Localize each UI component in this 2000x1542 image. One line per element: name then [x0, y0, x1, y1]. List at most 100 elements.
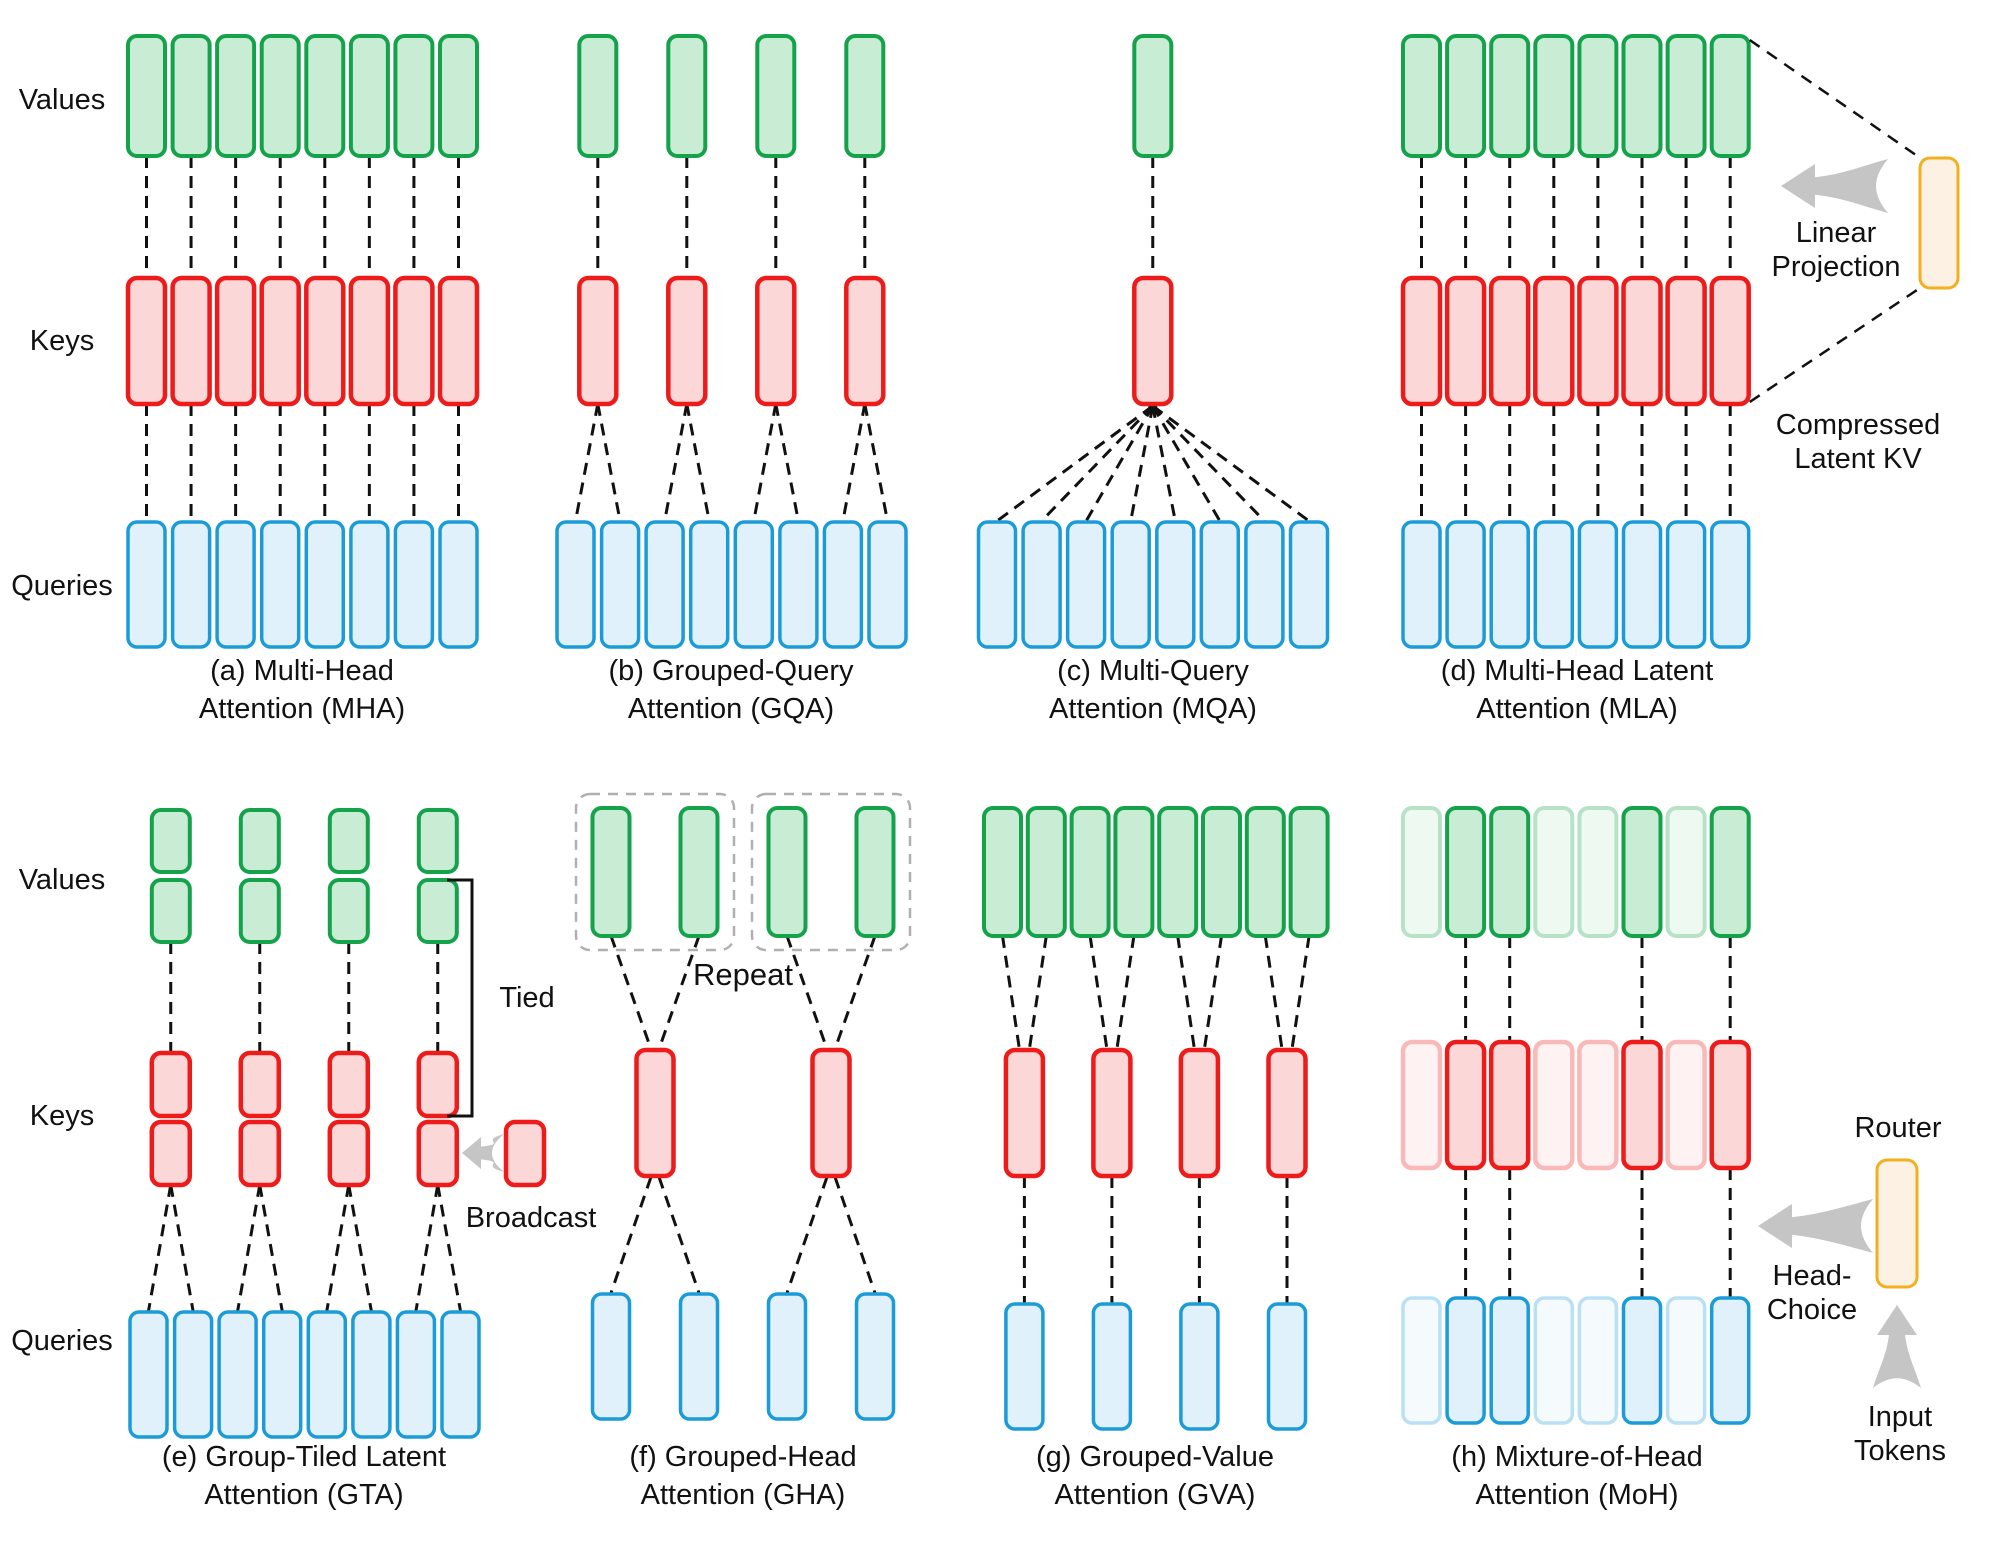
compressed-latent-kv-label: Compressed Latent KV	[1776, 408, 1940, 476]
connector-line	[996, 404, 1154, 523]
key-box	[238, 1119, 282, 1188]
row-label-queries-top: Queries	[11, 570, 113, 602]
value-box	[1445, 34, 1487, 158]
caption-gqa-line1: (b) Grouped-Query	[608, 655, 854, 687]
connector-line	[774, 403, 800, 522]
value-box	[304, 34, 346, 158]
key-box	[1091, 1047, 1133, 1179]
key-box	[416, 1119, 460, 1188]
router-label: Router	[1854, 1112, 1942, 1144]
value-box	[1621, 34, 1663, 158]
row-label-keys-bottom: Keys	[29, 1100, 95, 1132]
row-label-queries-bottom: Queries	[11, 1325, 113, 1357]
caption-gva-line2: Attention (GVA)	[1054, 1479, 1256, 1511]
value-box	[1113, 806, 1155, 938]
value-box	[1201, 806, 1242, 938]
query-box	[1533, 520, 1575, 649]
connector-line	[1176, 935, 1196, 1050]
key-box	[1665, 275, 1707, 407]
connector-line	[785, 935, 829, 1050]
value-box-inactive	[1401, 806, 1442, 938]
caption-gqa: (b) Grouped-Query Attention (GQA)	[609, 652, 854, 728]
value-box	[1709, 806, 1751, 938]
caption-mqa-line1: (c) Multi-Query	[1057, 655, 1249, 687]
key-box	[1577, 275, 1619, 407]
key-box	[416, 1050, 460, 1119]
query-box	[778, 520, 819, 649]
repeat-label: Repeat	[693, 957, 793, 992]
value-box	[238, 878, 281, 944]
value-box	[666, 34, 708, 158]
query-box	[393, 520, 435, 649]
value-box	[1665, 34, 1707, 158]
connector-line	[841, 403, 867, 522]
key-box	[1444, 275, 1487, 407]
repeat-group-box	[574, 792, 736, 952]
value-box	[170, 34, 212, 158]
value-box	[766, 806, 808, 938]
key-box	[810, 1047, 852, 1179]
value-box	[438, 34, 479, 158]
query-box	[170, 520, 212, 649]
connector-line	[169, 1184, 195, 1312]
query-box-inactive	[1577, 1296, 1619, 1425]
input-tokens-line2: Tokens	[1854, 1435, 1946, 1467]
key-box	[1533, 275, 1575, 407]
query-box	[1621, 520, 1663, 649]
caption-mqa-line2: Attention (MQA)	[1049, 693, 1257, 725]
key-box	[214, 275, 257, 407]
connector-line	[685, 403, 711, 522]
query-box	[351, 1310, 392, 1439]
value-box	[1577, 34, 1619, 158]
query-box	[1445, 1296, 1486, 1425]
key-box	[125, 275, 168, 407]
query-box-inactive	[1533, 1296, 1575, 1425]
key-box	[170, 275, 212, 407]
connector-line	[833, 1176, 877, 1294]
broadcast-arrow-icon	[462, 1134, 504, 1172]
value-box	[1709, 34, 1751, 158]
linear-projection-label: Linear Projection	[1772, 216, 1901, 284]
key-box	[327, 1119, 371, 1188]
key-box	[348, 275, 391, 407]
caption-gha-line1: (f) Grouped-Head	[629, 1441, 857, 1473]
key-box	[1178, 1047, 1221, 1179]
key-box	[1488, 1039, 1531, 1171]
value-box	[1132, 34, 1174, 158]
latent-kv-box	[1918, 156, 1960, 290]
key-box-inactive	[1665, 1039, 1707, 1171]
query-box	[1179, 1302, 1220, 1431]
key-box	[327, 1050, 371, 1119]
query-box	[1621, 1296, 1663, 1425]
value-box	[149, 878, 192, 944]
query-box	[1244, 520, 1285, 649]
key-box	[1709, 275, 1751, 407]
query-box	[678, 1292, 720, 1421]
broadcast-source-box	[503, 1119, 547, 1188]
value-box	[215, 34, 257, 158]
key-box	[1266, 1047, 1308, 1179]
head-choice-line2: Choice	[1766, 1294, 1858, 1326]
value-box	[259, 34, 301, 158]
key-box	[1621, 1039, 1663, 1171]
query-box	[261, 1310, 303, 1439]
caption-moh-line2: Attention (MoH)	[1475, 1479, 1679, 1511]
query-box	[1021, 520, 1062, 649]
value-box	[348, 34, 390, 158]
key-box	[844, 275, 886, 407]
connector-line	[1084, 405, 1155, 522]
connector-line	[1263, 935, 1284, 1050]
tied-bracket	[447, 878, 474, 1118]
key-box-inactive	[1577, 1039, 1619, 1171]
key-box	[1488, 275, 1531, 407]
query-box	[590, 1292, 632, 1421]
query-box	[688, 520, 730, 649]
router-box	[1875, 1158, 1919, 1289]
latent-link-line	[1749, 282, 1927, 404]
value-box	[755, 34, 797, 158]
connector-line	[1151, 404, 1266, 523]
value-box	[1533, 34, 1575, 158]
query-box	[1709, 1296, 1751, 1425]
query-box	[854, 1292, 896, 1421]
query-box	[976, 520, 1018, 649]
